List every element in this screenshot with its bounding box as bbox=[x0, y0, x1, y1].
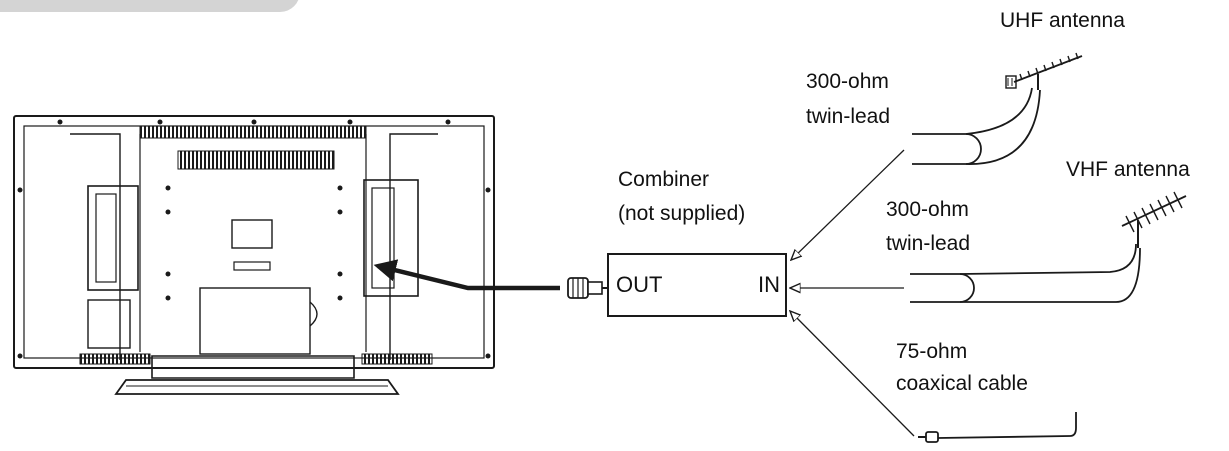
combiner-label-line1: Combiner bbox=[618, 168, 710, 191]
coax-label-line1: 75-ohm bbox=[896, 340, 968, 363]
coax-label-line2: coaxical cable bbox=[896, 372, 1028, 395]
combiner-box bbox=[607, 253, 787, 317]
uhf-twin-lead bbox=[912, 87, 1041, 165]
tv-bottom-vent-left bbox=[79, 353, 151, 365]
combiner-out-label: OUT bbox=[616, 272, 663, 297]
tv-side-panel-left bbox=[87, 185, 139, 291]
tv-top-vent bbox=[139, 125, 367, 139]
combiner-label-line2: (not supplied) bbox=[618, 202, 746, 225]
tv-lower-jack-panel bbox=[87, 299, 131, 349]
vhf-antenna-icon bbox=[1121, 191, 1187, 248]
vhf-antenna-label: VHF antenna bbox=[1066, 158, 1190, 181]
twin-lead-top-label-line2: twin-lead bbox=[806, 105, 891, 128]
tv-rear-panel bbox=[13, 115, 495, 395]
tv-outer-frame bbox=[13, 115, 495, 369]
uhf-antenna-icon bbox=[1005, 52, 1083, 90]
combiner-in-label: IN bbox=[758, 272, 780, 297]
tv-back-shell bbox=[70, 133, 438, 360]
tv-side-panel-right bbox=[363, 179, 419, 297]
coax-arrow bbox=[790, 311, 915, 437]
signal-arrows bbox=[790, 149, 915, 437]
tv-stand-base bbox=[114, 379, 400, 395]
combiner-to-tv-cable bbox=[373, 259, 610, 299]
section-header-tab bbox=[0, 0, 300, 12]
tv-label-plate bbox=[231, 219, 273, 249]
tv-stand-neck bbox=[151, 355, 355, 379]
uhf-arrow bbox=[791, 149, 905, 260]
tv-bottom-vent-right bbox=[361, 353, 433, 365]
twin-lead-mid-label-line1: 300-ohm bbox=[886, 198, 969, 221]
uhf-antenna-label: UHF antenna bbox=[1000, 9, 1125, 32]
vhf-twin-lead bbox=[910, 243, 1141, 303]
tv-screw-dots bbox=[17, 119, 491, 359]
twin-lead-mid-label-line2: twin-lead bbox=[886, 232, 971, 255]
tv-upper-vent bbox=[177, 150, 335, 170]
tv-stand-mount bbox=[199, 287, 311, 355]
coax-cable-icon bbox=[918, 412, 1077, 443]
twin-lead-top-label-line1: 300-ohm bbox=[806, 70, 889, 93]
